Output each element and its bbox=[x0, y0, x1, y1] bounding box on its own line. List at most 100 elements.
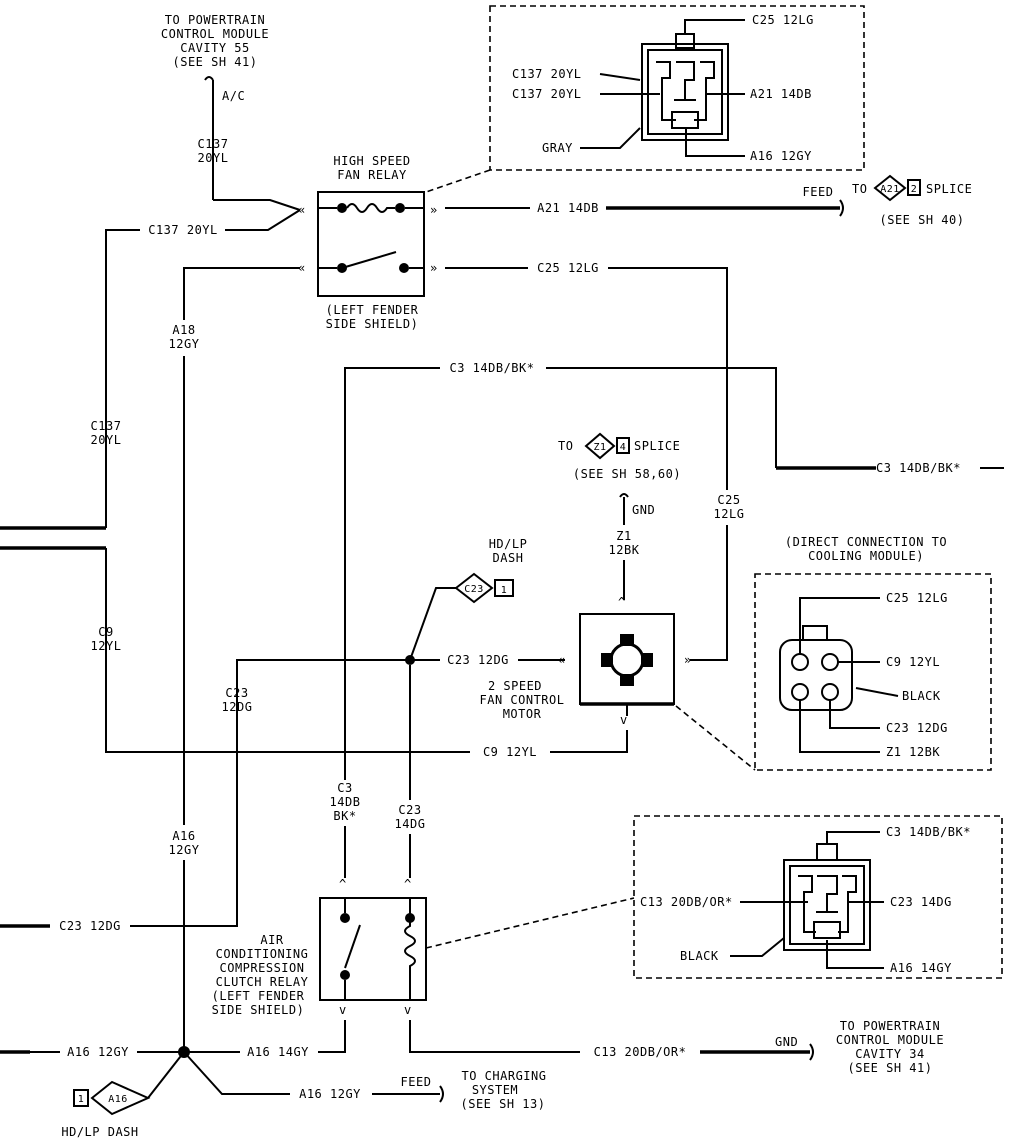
gnd-label-1: GND bbox=[632, 503, 655, 517]
c9-left-label-2: 12YL bbox=[91, 639, 122, 653]
c137-top-to-relay bbox=[213, 199, 301, 211]
a18-label-1: A18 bbox=[172, 323, 195, 337]
hdlp-top-1: HD/LP bbox=[489, 537, 528, 551]
ac-relay-label-5: (LEFT FENDER bbox=[212, 989, 305, 1003]
c23-vert-2: 14DG bbox=[395, 817, 426, 831]
c3-wire-right bbox=[546, 367, 777, 468]
relay-connector-3: » bbox=[430, 203, 438, 217]
bottom-c3-lead bbox=[826, 831, 880, 844]
motor-label-1: 2 SPEED bbox=[488, 679, 542, 693]
c3-vert-2: 14DB bbox=[330, 795, 361, 809]
top-connector-face bbox=[641, 33, 729, 141]
relay-connector-2: « bbox=[298, 261, 306, 275]
relay-contact bbox=[399, 263, 409, 273]
c137-top-wire bbox=[204, 76, 214, 200]
c25-vert-label-1: C25 bbox=[717, 493, 740, 507]
c3-vert-1: C3 bbox=[337, 781, 352, 795]
top-pcm-line2: CONTROL MODULE bbox=[161, 27, 269, 41]
charging-label-1: TO CHARGING bbox=[462, 1069, 547, 1083]
top-conn-a16-lead bbox=[685, 128, 745, 157]
direct-black: BLACK bbox=[902, 689, 941, 703]
c137-left-label-1: C137 bbox=[91, 419, 122, 433]
c25-to-motor bbox=[690, 525, 728, 661]
motor-brush bbox=[601, 653, 613, 667]
a16-flag bbox=[90, 1080, 151, 1116]
top-pcm-line3: CAVITY 55 bbox=[180, 41, 250, 55]
ac-relay-connector-1: ^ bbox=[339, 877, 347, 891]
c9-wire bbox=[105, 548, 470, 753]
top-conn-c25: C25 12LG bbox=[752, 13, 814, 27]
c25-vert-label-2: 12LG bbox=[714, 507, 745, 521]
relay-coil bbox=[346, 203, 395, 213]
splice-a21-num-box bbox=[907, 179, 921, 196]
c13-break bbox=[809, 1043, 814, 1061]
a16-left-label: A16 12GY bbox=[67, 1045, 129, 1059]
a21-wire-label: A21 14DB bbox=[537, 201, 599, 215]
splice-a21-flag bbox=[873, 174, 907, 202]
motor-brush bbox=[620, 634, 634, 646]
ac-relay-label-2: CONDITIONING bbox=[216, 947, 309, 961]
c23-lower-wire bbox=[130, 720, 238, 927]
splice-z1-to: TO bbox=[558, 439, 573, 453]
c13-wire-label: C13 20DB/OR* bbox=[594, 1045, 687, 1059]
top-conn-gray-lead bbox=[580, 127, 641, 149]
a18-label-2: 12GY bbox=[169, 337, 200, 351]
top-conn-a16: A16 12GY bbox=[750, 149, 812, 163]
motor-connector-top: ^ bbox=[618, 595, 626, 609]
top-conn-c25-lead bbox=[684, 19, 745, 34]
top-conn-c137b: C137 20YL bbox=[512, 87, 582, 101]
ac-label: A/C bbox=[222, 89, 245, 103]
c3-vert-3: BK* bbox=[333, 809, 356, 823]
feed-break-1 bbox=[839, 199, 844, 217]
c137-left-label-2: 20YL bbox=[91, 433, 122, 447]
motor-brush bbox=[620, 674, 634, 686]
direct-black-lead bbox=[855, 687, 899, 697]
bottom-conn-a16: A16 14GY bbox=[890, 961, 952, 975]
gnd-label-2: GND bbox=[775, 1035, 798, 1049]
ac-relay-connector-face bbox=[783, 843, 871, 951]
bottom-black-lead bbox=[730, 937, 785, 957]
bottom-pcm-line2: CONTROL MODULE bbox=[836, 1033, 944, 1047]
relay-connector-4: » bbox=[430, 261, 438, 275]
high-speed-fan-relay bbox=[317, 191, 425, 297]
a18-wire bbox=[183, 267, 300, 320]
c23-flag-id: C23 bbox=[464, 584, 484, 595]
feed-label-1: FEED bbox=[803, 185, 834, 199]
c23-wire-left bbox=[236, 659, 440, 720]
ac-relay-label-3: COMPRESSION bbox=[220, 961, 305, 975]
z1-gnd-wire bbox=[619, 493, 629, 525]
bottom-pcm-line3: CAVITY 34 bbox=[855, 1047, 925, 1061]
splice-a21-num: 2 bbox=[911, 184, 918, 195]
hs-relay-title-1: HIGH SPEED bbox=[333, 154, 410, 168]
ac-relay-connector-2: ^ bbox=[404, 877, 412, 891]
feed-break-2 bbox=[439, 1085, 444, 1103]
direct-connection-box bbox=[754, 573, 992, 771]
ac-relay-contact bbox=[340, 913, 350, 923]
direct-label-2: COOLING MODULE) bbox=[808, 549, 924, 563]
hs-relay-loc-2: SIDE SHIELD) bbox=[326, 317, 419, 331]
motor-connector-bottom: v bbox=[620, 713, 628, 727]
c23-vert-1: C23 bbox=[398, 803, 421, 817]
bottom-conn-c3: C3 14DB/BK* bbox=[886, 825, 971, 839]
relay-contact bbox=[337, 203, 347, 213]
direct-c25: C25 12LG bbox=[886, 591, 948, 605]
hdlp-bottom-label: HD/LP DASH bbox=[61, 1125, 138, 1139]
a16-flag-num: 1 bbox=[78, 1094, 85, 1105]
c9-left-label-1: C9 bbox=[98, 625, 113, 639]
c23-left-label-2: 12DG bbox=[222, 700, 253, 714]
bottom-conn-c13: C13 20DB/OR* bbox=[640, 895, 733, 909]
ac-relay-label-6: SIDE SHIELD) bbox=[212, 1003, 305, 1017]
direct-z1-lead bbox=[799, 700, 880, 753]
a16-feed-wire-label: A16 12GY bbox=[299, 1087, 361, 1101]
ac-relay-switch bbox=[344, 898, 361, 1000]
cooling-module-connector bbox=[779, 625, 853, 711]
a16-mid-label-2: 12GY bbox=[169, 843, 200, 857]
c137-top-label-1: C137 bbox=[198, 137, 229, 151]
ac-relay-label-1: AIR bbox=[260, 933, 283, 947]
c9-to-motor bbox=[550, 730, 628, 753]
charging-label-2: SYSTEM bbox=[472, 1083, 518, 1097]
top-conn-c137a: C137 20YL bbox=[512, 67, 582, 81]
ac-relay-label-4: CLUTCH RELAY bbox=[216, 975, 309, 989]
c137-to-relay bbox=[225, 209, 301, 231]
